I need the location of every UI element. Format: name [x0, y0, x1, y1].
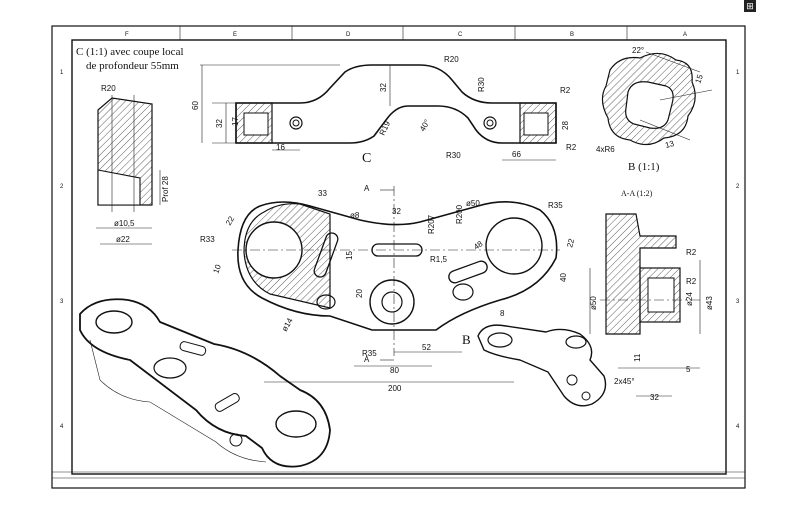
dim-22-right: 22: [565, 237, 576, 248]
aa-dim-32: 32: [650, 393, 659, 402]
dim-a40: 40°: [418, 118, 432, 133]
row-label: 4: [736, 424, 740, 430]
dim-a22: 22°: [632, 46, 644, 55]
dim-40: 40: [559, 273, 568, 282]
dim-r6: 4xR6: [596, 145, 615, 154]
dim-17: 17: [231, 117, 240, 126]
view-c-top: 60 32 17 32 R20 R30 R2 R19 40° R30 28 R2…: [191, 55, 577, 166]
dim-66: 66: [512, 150, 521, 159]
view-c-label: C: [362, 151, 371, 166]
dim-r30-bottom: R30: [446, 151, 461, 160]
view-b-title: B (1:1): [628, 161, 660, 173]
dim-28: 28: [561, 121, 570, 130]
row-label: 4: [60, 424, 64, 430]
column-label: E: [233, 32, 237, 38]
column-label: D: [346, 32, 351, 38]
frame-row-labels: 1 2 3 4 1 2 3 4: [60, 70, 740, 430]
row-label: 1: [60, 70, 64, 76]
view-b-small-label: B: [462, 332, 471, 347]
dim-22-top: 22: [224, 214, 237, 227]
dim-80: 80: [390, 366, 399, 375]
main-plan-view: A A 33 ø8 32 R207 R200 ø50 R35 22 22 R33…: [200, 184, 576, 393]
section-c-title-line2: de profondeur 55mm: [86, 60, 179, 72]
dim-32-center: 32: [379, 83, 388, 92]
dim-33: 33: [318, 189, 327, 198]
dim-d50: ø50: [466, 199, 480, 208]
section-marker-a-bottom: A: [364, 355, 370, 364]
dim-32: 32: [392, 207, 401, 216]
dim-32-left: 32: [215, 119, 224, 128]
dim-r20-top: R20: [444, 55, 459, 64]
dim-r2-top: R2: [560, 86, 571, 95]
dim-15: 15: [693, 73, 705, 85]
image-corner-icon: ⊞: [744, 0, 756, 12]
dim-d22: ø22: [116, 235, 130, 244]
dim-20: 20: [355, 289, 364, 298]
row-label: 3: [736, 299, 740, 305]
dim-d14: ø14: [280, 316, 295, 333]
row-label: 1: [736, 70, 740, 76]
isometric-large-view: [79, 298, 331, 468]
dim-16: 16: [276, 143, 285, 152]
section-aa-title: A-A (1:2): [621, 189, 653, 198]
section-marker-a-top: A: [364, 184, 370, 193]
drawing-frame: [51, 25, 746, 489]
dim-r207: R207: [427, 214, 436, 234]
row-label: 2: [736, 184, 740, 190]
isometric-small-view: B: [462, 324, 607, 407]
aa-dim-r2-bottom: R2: [686, 277, 697, 286]
column-label: C: [458, 32, 463, 38]
column-label: B: [570, 32, 574, 38]
row-label: 2: [60, 184, 64, 190]
row-label: 3: [60, 299, 64, 305]
dim-r35-bottom: R35: [362, 349, 377, 358]
dim-d8: ø8: [350, 211, 360, 220]
dim-10: 10: [211, 263, 223, 275]
dim-r19: R19: [378, 119, 393, 137]
dim-13: 13: [664, 139, 675, 150]
dim-r20: R20: [101, 84, 116, 93]
dim-52: 52: [422, 343, 431, 352]
dim-r30-top: R30: [477, 77, 486, 92]
aa-dim-11: 11: [633, 353, 642, 362]
detail-view-b: 22° 15 13 4xR6 B (1:1): [596, 46, 713, 173]
aa-dim-chamfer: 2x45°: [614, 377, 635, 386]
aa-dim-d43: ø43: [705, 296, 714, 310]
dim-r200: R200: [455, 204, 464, 224]
aa-dim-5: 5: [686, 365, 691, 374]
dim-60: 60: [191, 101, 200, 110]
dim-prof: Prof 28: [161, 176, 170, 202]
dim-r2-bottom: R2: [566, 143, 577, 152]
dim-15: 15: [345, 251, 354, 260]
column-label: F: [125, 32, 129, 38]
local-section-c: C (1:1) avec coupe local de profondeur 5…: [76, 46, 184, 245]
aa-dim-d24: ø24: [685, 292, 694, 306]
aa-dim-r2-top: R2: [686, 248, 697, 257]
dim-d10-5: ø10,5: [114, 219, 135, 228]
column-label: A: [683, 32, 687, 38]
dim-r35-top: R35: [548, 201, 563, 210]
dim-r33: R33: [200, 235, 215, 244]
section-a-a: A-A (1:2) R2 R2 ø50 ø24 ø43 11 5 2x45° 3…: [589, 189, 714, 402]
dim-r1-5: R1,5: [430, 255, 447, 264]
aa-dim-d50: ø50: [589, 296, 598, 310]
dim-8: 8: [500, 309, 505, 318]
dim-200: 200: [388, 384, 402, 393]
frame-column-labels: F E D C B A: [125, 26, 687, 40]
section-c-title-line1: C (1:1) avec coupe local: [76, 46, 184, 58]
